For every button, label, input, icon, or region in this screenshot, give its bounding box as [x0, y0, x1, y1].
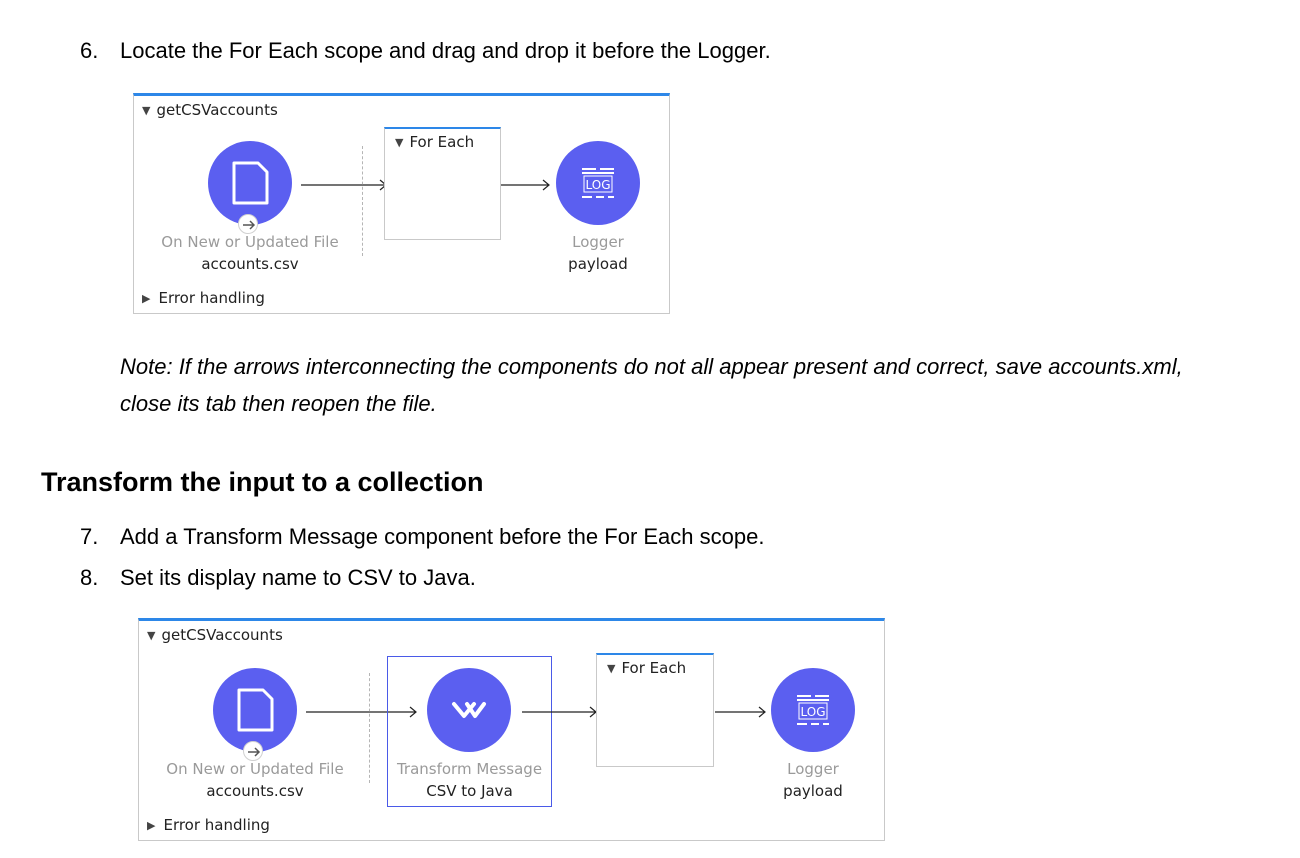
connector-arrow — [715, 706, 766, 718]
flow-diagram-1: ▼ getCSVaccounts On New or Updated File a… — [133, 93, 670, 314]
transform-name-label: CSV to Java — [426, 782, 513, 800]
flow-name: getCSVaccounts — [156, 101, 278, 119]
collapse-triangle-icon[interactable]: ▼ — [395, 136, 404, 149]
logger-type-label: Logger — [572, 233, 624, 251]
step-text: Set its display name to CSV to Java. — [120, 565, 476, 590]
source-type-label: On New or Updated File — [161, 233, 339, 251]
expand-triangle-icon[interactable]: ▶ — [147, 819, 156, 832]
log-icon-text: LOG — [800, 705, 825, 719]
transform-message-component[interactable] — [427, 668, 511, 752]
step-number: 6. — [80, 38, 99, 63]
logger-name-label: payload — [568, 255, 628, 273]
flow-title[interactable]: ▼ getCSVaccounts — [147, 626, 283, 644]
collapse-triangle-icon[interactable]: ▼ — [607, 662, 616, 675]
error-handling-label: Error handling — [163, 816, 270, 834]
flow-title[interactable]: ▼ getCSVaccounts — [142, 101, 278, 119]
scope-name: For Each — [409, 133, 475, 151]
file-icon — [237, 688, 274, 732]
flow-diagram-2: ▼ getCSVaccounts On New or Updated File a… — [138, 618, 885, 841]
file-listener-component[interactable] — [208, 141, 292, 225]
step-number: 8. — [80, 565, 99, 590]
section-heading: Transform the input to a collection — [41, 467, 484, 497]
source-name-label: accounts.csv — [206, 782, 304, 800]
flow-name: getCSVaccounts — [161, 626, 283, 644]
expand-triangle-icon[interactable]: ▶ — [142, 292, 151, 305]
source-badge — [238, 214, 258, 234]
for-each-scope[interactable]: ▼ For Each — [596, 653, 714, 767]
transform-selection-box[interactable] — [387, 656, 552, 807]
arrow-right-icon — [248, 747, 261, 757]
file-listener-component[interactable] — [213, 668, 297, 752]
scope-title[interactable]: ▼ For Each — [607, 659, 686, 677]
collapse-triangle-icon[interactable]: ▼ — [142, 104, 151, 117]
error-handling-toggle[interactable]: ▶ Error handling — [142, 289, 265, 307]
connector-arrow — [301, 179, 387, 191]
connector-arrow — [501, 179, 550, 191]
connector-arrow — [522, 706, 597, 718]
arrow-right-icon — [243, 220, 256, 230]
scope-title[interactable]: ▼ For Each — [395, 133, 474, 151]
logger-component[interactable]: LOG — [771, 668, 855, 752]
logger-name-label: payload — [783, 782, 843, 800]
transform-type-label: Transform Message — [396, 760, 543, 778]
source-name-label: accounts.csv — [201, 255, 299, 273]
source-divider — [362, 146, 363, 256]
collapse-triangle-icon[interactable]: ▼ — [147, 629, 156, 642]
source-type-label: On New or Updated File — [166, 760, 344, 778]
log-icon-text: LOG — [585, 178, 610, 192]
logger-type-label: Logger — [787, 760, 839, 778]
scope-name: For Each — [621, 659, 687, 677]
for-each-scope[interactable]: ▼ For Each — [384, 127, 501, 240]
source-divider — [369, 673, 370, 783]
note-text: Note: If the arrows interconnecting the … — [120, 354, 1183, 416]
log-icon: LOG — [797, 695, 829, 725]
error-handling-toggle[interactable]: ▶ Error handling — [147, 816, 270, 834]
error-handling-label: Error handling — [158, 289, 265, 307]
connector-arrow — [306, 706, 417, 718]
dataweave-icon — [452, 702, 486, 718]
step-number: 7. — [80, 524, 99, 549]
step-text: Add a Transform Message component before… — [120, 524, 765, 549]
log-icon: LOG — [582, 168, 614, 198]
step-text: Locate the For Each scope and drag and d… — [120, 38, 771, 63]
logger-component[interactable]: LOG — [556, 141, 640, 225]
source-badge — [243, 741, 263, 761]
file-icon — [232, 161, 269, 205]
